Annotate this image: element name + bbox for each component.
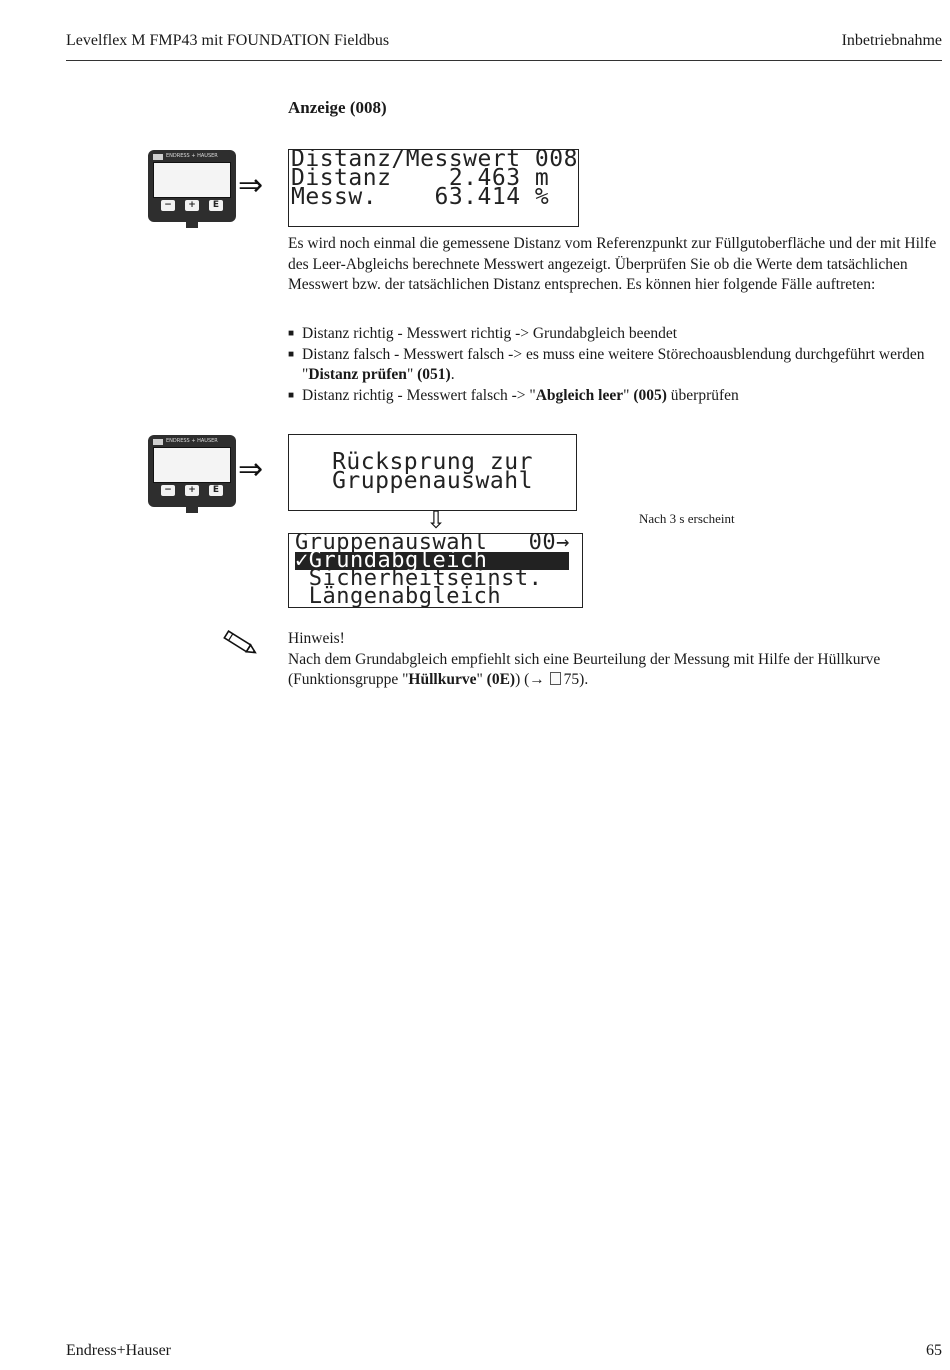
cases-list: Distanz richtig - Messwert richtig -> Gr… xyxy=(288,324,943,406)
list-item: Distanz richtig - Messwert richtig -> Gr… xyxy=(288,324,943,345)
list-item: Distanz falsch - Messwert falsch -> es m… xyxy=(288,345,943,386)
device-enter-button: E xyxy=(209,485,223,496)
brand-logo-icon xyxy=(153,154,163,160)
footer-company: Endress+Hauser xyxy=(66,1342,171,1359)
lcd-selected-line: ✓Grundabgleich xyxy=(295,550,569,572)
device-brand-label: ENDRESS + HAUSER xyxy=(166,153,218,159)
header-rule xyxy=(66,60,942,61)
device-minus-button: − xyxy=(161,200,175,211)
device-plus-button: + xyxy=(185,485,199,496)
device-display-illustration: ENDRESS + HAUSER − + E xyxy=(148,150,236,228)
lcd-line: Sicherheitseinst. xyxy=(295,566,543,591)
device-minus-button: − xyxy=(161,485,175,496)
lcd-line: Distanz 2.463 m xyxy=(291,165,550,191)
lcd-display-gruppenauswahl: Gruppenauswahl 00→ ✓Grundabgleich Sicher… xyxy=(288,533,583,608)
description-paragraph: Es wird noch einmal die gemessene Distan… xyxy=(288,235,937,293)
device-screen xyxy=(153,447,231,483)
running-header-section: Inbetriebnahme xyxy=(841,32,942,49)
device-enter-button: E xyxy=(209,200,223,211)
device-connector xyxy=(186,222,198,228)
device-connector xyxy=(186,507,198,513)
lcd-line: Rücksprung zur xyxy=(332,449,533,475)
device-screen xyxy=(153,162,231,198)
lcd-line: Gruppenauswahl 00→ xyxy=(295,533,570,555)
device-plus-button: + xyxy=(185,200,199,211)
brand-logo-icon xyxy=(153,439,163,445)
implies-arrow-icon: ⇒ xyxy=(238,168,264,203)
lcd-line: Messw. 63.414 % xyxy=(291,184,550,210)
note-title: Hinweis! xyxy=(288,630,345,647)
lcd-line: Distanz/Messwert 008 xyxy=(291,149,578,172)
note-block: Hinweis! Nach dem Grundabgleich empfiehl… xyxy=(288,629,943,691)
pencil-icon xyxy=(220,628,260,663)
lcd-display-ruecksprung: Rücksprung zur Gruppenauswahl xyxy=(288,434,577,511)
page-ref-icon xyxy=(549,672,561,685)
page-number: 65 xyxy=(926,1342,942,1359)
device-display-illustration: ENDRESS + HAUSER − + E xyxy=(148,435,236,513)
device-brand-label: ENDRESS + HAUSER xyxy=(166,438,218,444)
section-title: Anzeige (008) xyxy=(288,98,387,117)
running-header-title: Levelflex M FMP43 mit FOUNDATION Fieldbu… xyxy=(66,32,390,49)
list-item: Distanz richtig - Messwert falsch -> "Ab… xyxy=(288,386,943,407)
implies-arrow-icon: ⇒ xyxy=(238,452,264,487)
down-arrow-icon: ⇩ xyxy=(426,506,447,534)
lcd-line: Gruppenauswahl xyxy=(332,468,533,494)
lcd-display-anzeige: Distanz/Messwert 008 Distanz 2.463 m Mes… xyxy=(288,149,579,227)
note-text: Nach dem Grundabgleich empfiehlt sich ei… xyxy=(288,650,881,689)
timing-note: Nach 3 s erscheint xyxy=(639,511,735,526)
lcd-line: Längenabgleich xyxy=(295,584,502,608)
